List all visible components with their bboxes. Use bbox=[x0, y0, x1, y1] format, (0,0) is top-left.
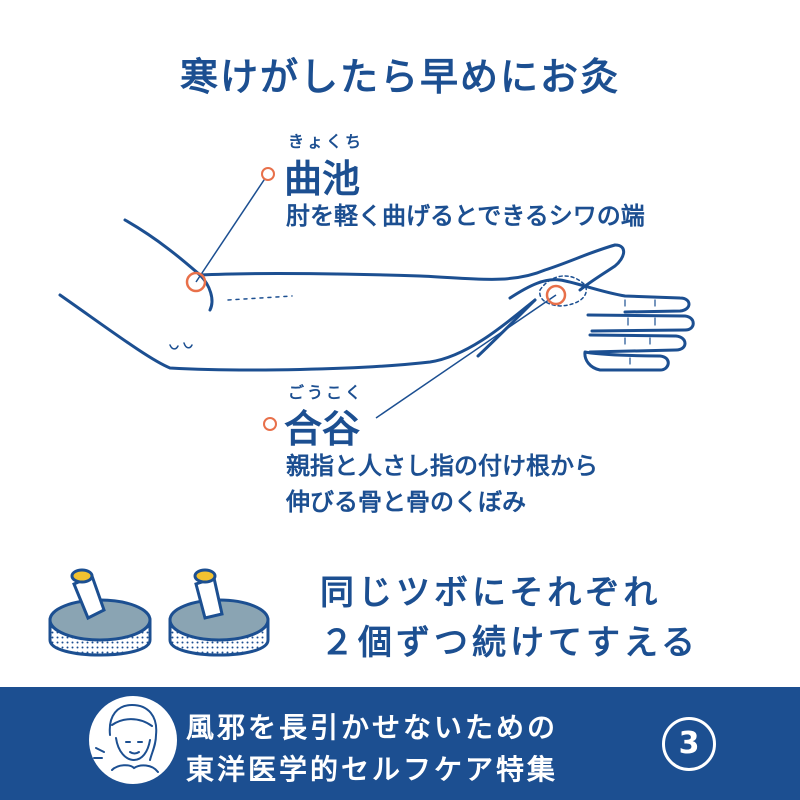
finger-3 bbox=[588, 333, 687, 354]
elbow-fold bbox=[198, 273, 214, 312]
banner-line1: 風邪を長引かせないための bbox=[186, 711, 559, 744]
thumb-web-dashes bbox=[539, 275, 587, 307]
finger-4 bbox=[583, 350, 670, 372]
goukoku-description-line1: 親指と人さし指の付け根から bbox=[286, 452, 598, 480]
moxa-instruction-line2: ２個ずつ続けてすえる bbox=[320, 623, 699, 663]
goukoku-ruby: ごうこく bbox=[288, 383, 365, 402]
marker-goukoku-label bbox=[263, 417, 277, 431]
marker-kyokuchi bbox=[185, 271, 207, 293]
page-title: 寒けがしたら早めにお灸 bbox=[179, 55, 620, 99]
kyokuchi-ruby: きょくち bbox=[288, 132, 365, 151]
hand-outline bbox=[508, 278, 691, 314]
thumb-outline bbox=[578, 243, 626, 292]
moxa-instruction-line1: 同じツボにそれぞれ bbox=[320, 573, 662, 613]
marker-goukoku bbox=[545, 284, 567, 306]
kyokuchi-description: 肘を軽く曲げるとできるシワの端 bbox=[286, 202, 645, 230]
finger-2 bbox=[586, 313, 695, 333]
banner-line2: 東洋医学的セルフケア特集 bbox=[186, 753, 559, 786]
moxa-2 bbox=[168, 568, 270, 657]
upper-arm-outline bbox=[123, 218, 617, 281]
moxa-1 bbox=[48, 568, 152, 657]
lower-arm-outline bbox=[58, 293, 537, 372]
elbow-marks bbox=[169, 342, 193, 350]
goukoku-name: 合谷 bbox=[284, 407, 361, 451]
skin-lines bbox=[227, 295, 293, 301]
knuckle-marks bbox=[624, 299, 656, 365]
leader-line-goukoku bbox=[375, 294, 557, 419]
marker-kyokuchi-label bbox=[261, 167, 275, 181]
series-number: 3 bbox=[662, 717, 716, 771]
kyokuchi-name: 曲池 bbox=[284, 157, 361, 201]
leader-line-kyokuchi bbox=[195, 173, 269, 283]
goukoku-description-line2: 伸びる骨と骨のくぼみ bbox=[286, 488, 526, 516]
